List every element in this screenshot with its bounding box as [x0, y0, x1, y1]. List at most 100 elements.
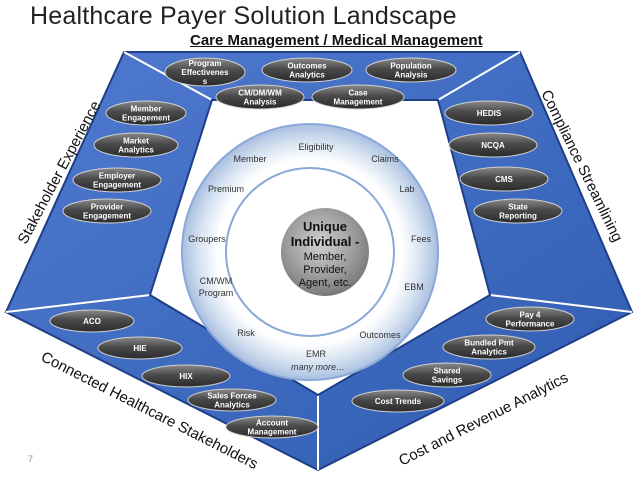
pill-label: Reporting [499, 212, 537, 221]
section-title-care-management: Care Management / Medical Management [190, 32, 483, 49]
pill-label: NCQA [481, 141, 505, 150]
pill-label: Engagement [83, 212, 131, 221]
pill-shape [49, 309, 135, 333]
bottom-left-pills-item: HIX [141, 364, 231, 388]
pill-label: s [203, 77, 208, 86]
pill-shape [225, 415, 319, 439]
pill-shape [485, 306, 575, 332]
center-line-5: Agent, etc. [299, 277, 352, 289]
center-sphere [281, 208, 369, 296]
pill-shape [72, 167, 162, 193]
pill-label: Cost Trends [375, 397, 422, 406]
pill-shape [442, 334, 536, 360]
right-pills-item: CMS [459, 166, 549, 192]
pill-label: Analytics [471, 348, 507, 357]
pill-shape [365, 57, 457, 83]
pill-label: Analysis [244, 98, 277, 107]
pill-label: Case [348, 89, 368, 98]
pill-label: ACO [83, 317, 101, 326]
pill-shape [141, 364, 231, 388]
page-title: Healthcare Payer Solution Landscape [30, 2, 457, 30]
pill-label: State [508, 203, 528, 212]
pill-shape [97, 336, 183, 360]
pill-shape [444, 100, 534, 126]
ring-item-member: Member [233, 154, 266, 164]
pill-label: Effectivenes [181, 68, 229, 77]
pill-shape [62, 198, 152, 224]
pill-label: Population [390, 62, 431, 71]
pill-shape [351, 389, 445, 413]
pill-shape [311, 84, 405, 110]
pill-label: Shared [433, 367, 460, 376]
pill-label: HIE [133, 344, 147, 353]
ring-item-outcomes: Outcomes [359, 330, 401, 340]
pill-label: Engagement [122, 114, 170, 123]
pill-label: Management [248, 428, 297, 437]
center-line-3: Member, [304, 251, 347, 263]
ring-item-many-more: many more… [291, 362, 345, 372]
pill-shape [448, 132, 538, 158]
ring-item-emr: EMR [306, 349, 327, 359]
pill-shape [93, 132, 179, 158]
pill-label: Sales Forces [207, 392, 257, 401]
pill-label: Program [189, 59, 222, 68]
pill-label: Market [123, 137, 149, 146]
segment-dividers [5, 51, 633, 470]
pill-group: ProgramEffectivenessOutcomesAnalyticsPop… [49, 57, 575, 439]
page-number: 7 [28, 454, 34, 464]
pill-shape [164, 57, 246, 87]
right-pills-item: NCQA [448, 132, 538, 158]
pill-label: Member [131, 105, 162, 114]
pill-label: Analytics [214, 401, 250, 410]
pill-label: Bundled Pmt [464, 339, 514, 348]
pill-label: Pay 4 [520, 311, 541, 320]
ring-item-premium: Premium [208, 184, 244, 194]
ring-item-program: Program [199, 288, 234, 298]
pill-label: Management [334, 98, 383, 107]
pill-shape [459, 166, 549, 192]
right-pills-item: HEDIS [444, 100, 534, 126]
pill-shape [261, 57, 353, 83]
pill-shape [105, 100, 187, 126]
ring-item-cm-wm: CM/WM [200, 276, 233, 286]
pill-label: Account [256, 419, 288, 428]
pill-label: Outcomes [287, 62, 327, 71]
ring-item-groupers: Groupers [188, 234, 226, 244]
pill-label: CM/DM/WM [238, 89, 282, 98]
pill-shape [473, 198, 563, 224]
ring-item-fees: Fees [411, 234, 432, 244]
ring-item-eligibility: Eligibility [298, 142, 334, 152]
bottom-left-pills-item: HIE [97, 336, 183, 360]
ring-item-risk: Risk [237, 328, 255, 338]
pill-shape [215, 84, 305, 110]
pill-label: Savings [432, 376, 463, 385]
pill-label: Provider [91, 203, 123, 212]
ring-item-lab: Lab [399, 184, 414, 194]
pill-shape [187, 388, 277, 412]
pill-label: Analysis [395, 71, 428, 80]
pill-label: Engagement [93, 181, 141, 190]
bottom-right-pills-item: Cost Trends [351, 389, 445, 413]
pill-label: Performance [506, 320, 555, 329]
ring-item-ebm: EBM [404, 282, 424, 292]
pill-shape [402, 362, 492, 388]
center-line-4: Provider, [303, 264, 346, 276]
pill-label: Employer [99, 172, 135, 181]
center-line-1: Unique [303, 219, 347, 234]
pill-label: HIX [179, 372, 193, 381]
